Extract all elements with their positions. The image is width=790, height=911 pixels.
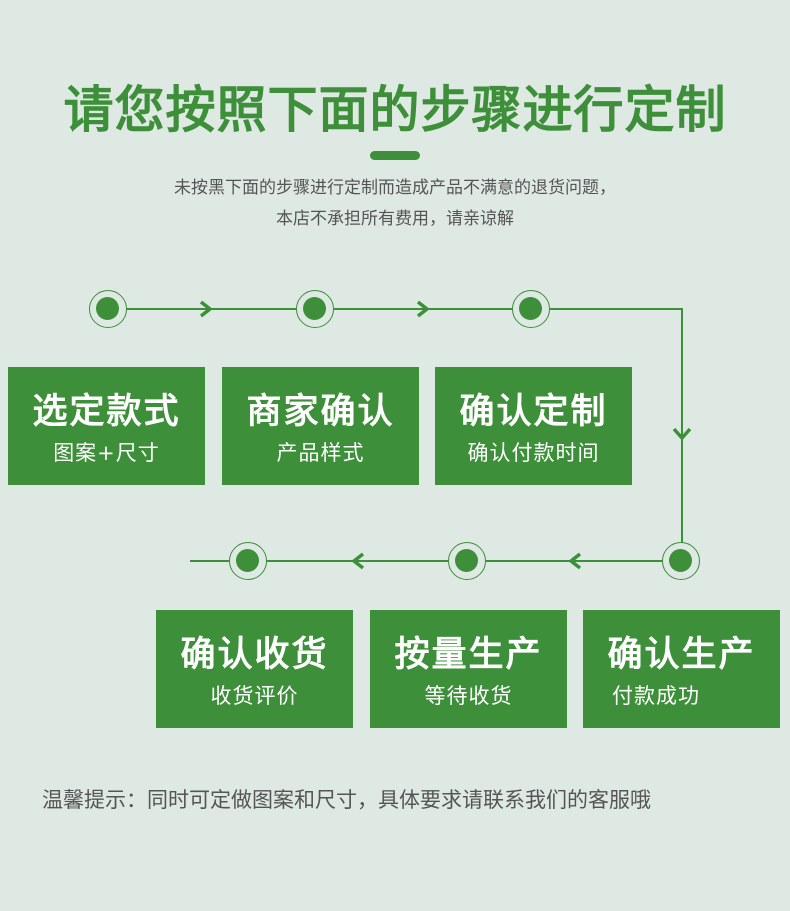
chevron-right-icon <box>199 300 213 318</box>
step-card-mass-production: 按量生产 等待收货 <box>370 610 567 728</box>
step-node-4 <box>662 542 700 580</box>
step-title: 确认定制 <box>459 392 608 432</box>
step-title: 按量生产 <box>394 635 543 675</box>
chevron-down-icon <box>672 427 692 441</box>
warm-tip: 温馨提示：同时可定做图案和尺寸，具体要求请联系我们的客服哦 <box>42 788 651 812</box>
step-desc: 产品样式 <box>276 441 365 465</box>
notice-line-2: 本店不承担所有费用，请亲谅解 <box>276 209 514 229</box>
step-desc: 图案+尺寸 <box>53 441 160 465</box>
step-title: 选定款式 <box>32 392 181 432</box>
step-title: 确认生产 <box>607 635 756 675</box>
step-node-6 <box>229 542 267 580</box>
step-card-select-style: 选定款式 图案+尺寸 <box>8 367 205 485</box>
chevron-left-icon <box>351 552 365 570</box>
step-desc: 等待收货 <box>424 684 513 708</box>
step-desc: 收货评价 <box>210 684 299 708</box>
step-node-2 <box>296 290 334 328</box>
step-desc: 确认付款时间 <box>467 441 600 465</box>
step-card-confirm-receipt: 确认收货 收货评价 <box>156 610 353 728</box>
step-desc: 付款成功 <box>612 684 700 708</box>
chevron-right-icon <box>416 300 430 318</box>
step-title: 确认收货 <box>180 635 329 675</box>
step-node-3 <box>512 290 550 328</box>
step-node-1 <box>89 290 127 328</box>
page-title: 请您按照下面的步骤进行定制 <box>63 81 727 139</box>
title-underline <box>370 151 420 160</box>
notice-line-1: 未按黑下面的步骤进行定制而造成产品不满意的退货问题， <box>174 178 616 198</box>
flow-line-top <box>107 308 682 310</box>
step-card-confirm-production: 确认生产 付款成功 <box>583 610 780 728</box>
chevron-left-icon <box>568 552 582 570</box>
flow-line-right <box>681 308 683 561</box>
step-card-merchant-confirm: 商家确认 产品样式 <box>222 367 419 485</box>
step-node-5 <box>448 542 486 580</box>
flow-line-bottom <box>190 560 682 562</box>
step-title: 商家确认 <box>246 392 395 432</box>
step-card-confirm-customization: 确认定制 确认付款时间 <box>435 367 632 485</box>
